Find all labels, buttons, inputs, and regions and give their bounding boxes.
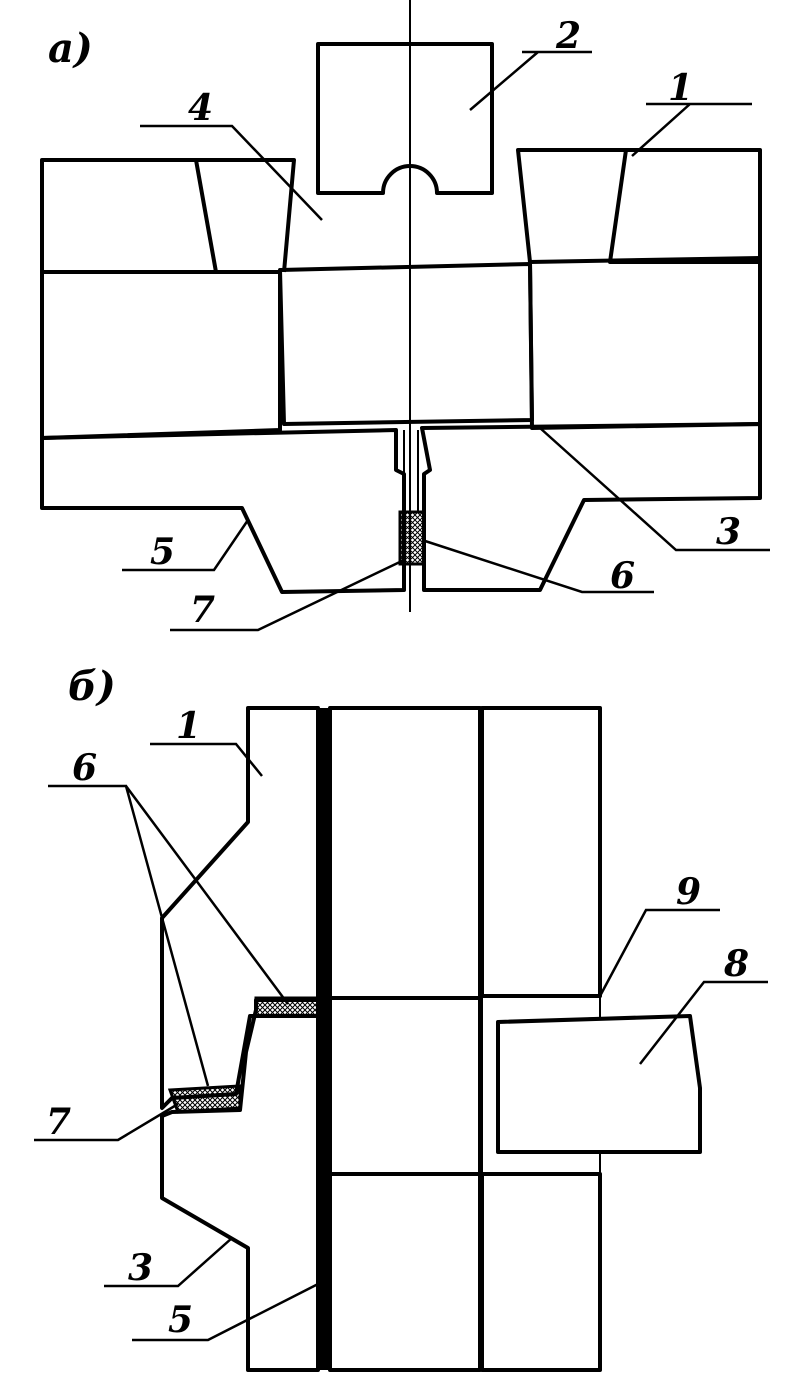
slab-8 xyxy=(496,1014,702,1154)
right-upper-column xyxy=(480,706,602,998)
leader-b-3 xyxy=(104,1237,233,1288)
leader-a-5 xyxy=(122,519,250,572)
insulation-upper xyxy=(328,706,482,1000)
left-stepped-block xyxy=(160,706,320,1372)
label-b-8: 8 xyxy=(723,943,749,985)
label-a-5: 5 xyxy=(150,531,175,573)
right-lower-column xyxy=(480,1172,602,1372)
label-b-6: 6 xyxy=(72,747,97,789)
panel-b: б) 1 3 5 6 7 8 9 xyxy=(34,663,768,1372)
leader-b-1 xyxy=(150,742,263,777)
insulation-right xyxy=(528,256,762,430)
insulation-left xyxy=(40,270,282,440)
insulation-lower xyxy=(328,1172,482,1372)
label-b-1: 1 xyxy=(176,705,201,747)
leader-b-8 xyxy=(639,980,768,1065)
label-a-2: 2 xyxy=(555,15,581,57)
opening-right-outline xyxy=(516,148,626,263)
leader-a-2 xyxy=(469,50,592,111)
label-b-9: 9 xyxy=(676,871,701,913)
label-a-7: 7 xyxy=(190,589,215,631)
leader-a-7 xyxy=(170,558,405,632)
insulation-centre xyxy=(278,262,534,426)
leader-b-7 xyxy=(34,1102,179,1142)
leader-b-9 xyxy=(598,908,720,997)
panel-b-title: б) xyxy=(68,663,116,710)
label-a-3: 3 xyxy=(716,511,741,553)
leader-a-4 xyxy=(140,124,323,221)
label-b-3: 3 xyxy=(128,1247,153,1289)
leader-a-1 xyxy=(631,102,752,157)
leader-a-6 xyxy=(421,538,654,594)
sealant-7-b xyxy=(167,1084,242,1114)
opening-4-outline xyxy=(196,158,296,273)
insulation-middle xyxy=(328,996,482,1176)
leader-b-5 xyxy=(132,1280,323,1342)
label-a-1: 1 xyxy=(668,67,693,109)
sealant-6 xyxy=(398,510,426,566)
membrane-5 xyxy=(320,708,329,1370)
right-top-slab-1 xyxy=(608,148,762,264)
label-a-4: 4 xyxy=(188,87,213,129)
bottom-left-block xyxy=(40,428,406,594)
bottom-right-block xyxy=(420,422,762,592)
sealant-6-b xyxy=(254,996,320,1018)
panel-a: a) 1 2 3 4 5 xyxy=(40,0,770,632)
leader-b-6 xyxy=(48,784,290,1087)
left-top-slab xyxy=(40,158,218,274)
label-b-5: 5 xyxy=(168,1299,193,1341)
top-block-2 xyxy=(316,42,494,195)
leader-a-3 xyxy=(539,427,770,552)
label-b-7: 7 xyxy=(46,1101,71,1143)
panel-a-title: a) xyxy=(48,25,93,72)
label-a-6: 6 xyxy=(610,555,635,597)
